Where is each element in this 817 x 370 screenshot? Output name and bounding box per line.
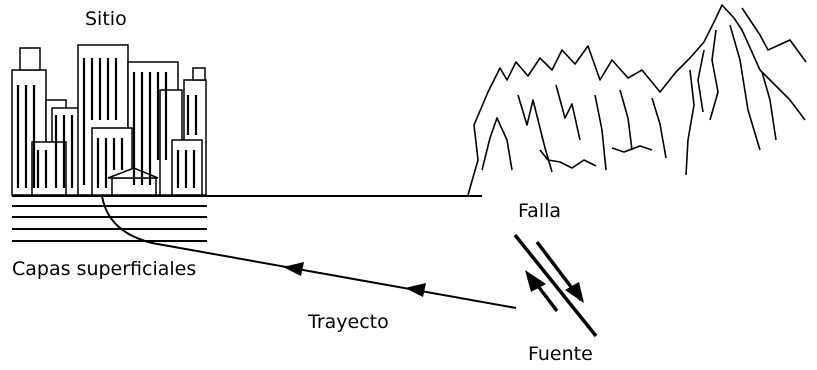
source-label: Fuente	[528, 343, 593, 365]
wave-path-line	[151, 242, 517, 309]
surface-layers-label: Capas superficiales	[12, 258, 197, 280]
path-label: Trayecto	[308, 311, 389, 333]
wave-path-curve	[101, 195, 153, 244]
city-skyline-icon	[11, 44, 207, 196]
slip-arrow-down	[565, 282, 584, 303]
path-arrow-2	[283, 262, 304, 276]
path-arrow-1	[405, 283, 426, 297]
slip-arrow-up	[525, 270, 546, 292]
fault-label: Falla	[518, 200, 562, 222]
surface-layers	[12, 205, 207, 242]
mountain-range-icon	[467, 4, 807, 196]
fault-symbol	[513, 233, 598, 338]
site-label: Sitio	[85, 8, 127, 30]
